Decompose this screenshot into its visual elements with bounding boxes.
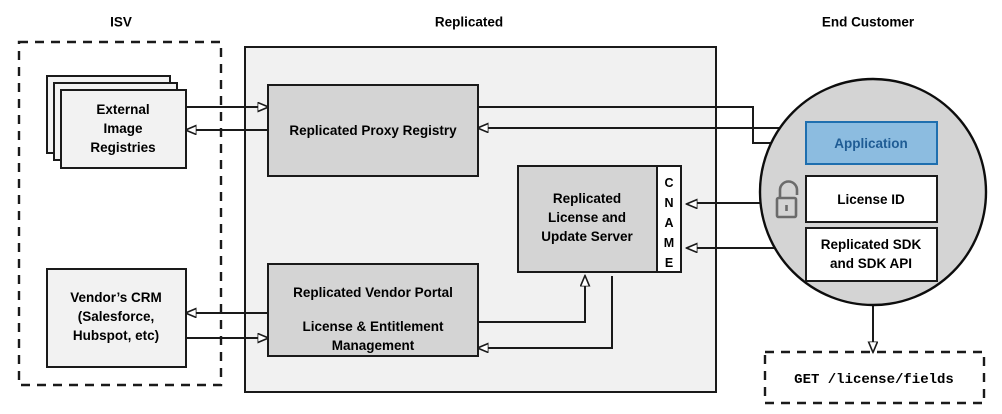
label-cname-letter-4: E (665, 256, 673, 270)
node-application (805, 121, 938, 165)
label-vendors-crm-2: (Salesforce, (78, 309, 155, 324)
label-api-request: GET /license/fields (794, 372, 954, 388)
label-license-update-server-1: Replicated (553, 191, 621, 206)
label-proxy-registry: Replicated Proxy Registry (289, 123, 457, 138)
node-vendors-crm (46, 268, 187, 368)
label-vendor-portal-1: Replicated Vendor Portal (293, 285, 453, 300)
node-api-request-box (763, 350, 986, 405)
section-title-isv: ISV (110, 15, 132, 30)
section-title-replicated: Replicated (435, 15, 503, 30)
edge-portal-to-license-server (478, 276, 585, 323)
label-external-image-registries-1: External (96, 102, 149, 117)
label-vendor-portal-2: License & Entitlement (302, 319, 444, 334)
label-vendors-crm-3: Hubspot, etc) (73, 328, 159, 343)
node-cname-strip (656, 165, 682, 273)
node-external-image-registries (60, 89, 187, 169)
label-cname-letter-1: N (664, 196, 673, 210)
label-vendor-portal-3: Management (332, 338, 415, 353)
label-external-image-registries-3: Registries (90, 140, 155, 155)
node-license-id (805, 175, 938, 223)
label-replicated-sdk-2: and SDK API (830, 256, 912, 271)
label-cname-letter-2: A (664, 216, 673, 230)
node-vendor-portal (267, 263, 479, 357)
label-license-update-server-3: Update Server (541, 229, 633, 244)
isv-group-boundary (17, 40, 223, 387)
edge-license-server-to-portal (478, 276, 613, 348)
label-vendors-crm-1: Vendor’s CRM (70, 290, 162, 305)
node-replicated-sdk (805, 227, 938, 282)
label-replicated-sdk-1: Replicated SDK (821, 237, 922, 252)
label-application: Application (834, 136, 908, 151)
label-external-image-registries-2: Image (103, 121, 143, 136)
section-title-end-customer: End Customer (822, 15, 915, 30)
label-license-update-server-2: License and (548, 210, 626, 225)
node-proxy-registry (267, 84, 479, 177)
label-cname-letter-0: C (664, 176, 673, 190)
label-cname-letter-3: M (664, 236, 674, 250)
edge-license-id-to-cname (687, 203, 800, 204)
unlock-icon (775, 180, 799, 219)
label-license-id: License ID (837, 192, 905, 207)
